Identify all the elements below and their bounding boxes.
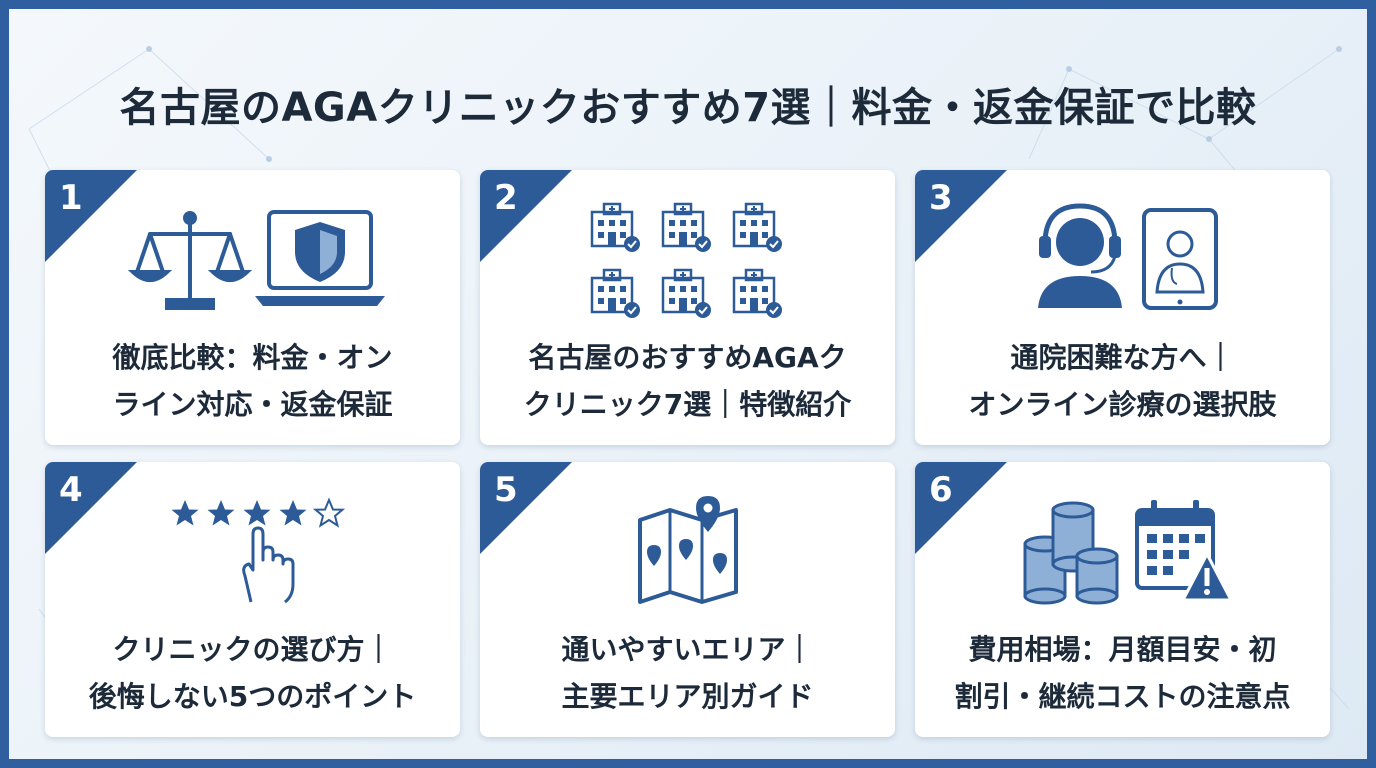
card-number: 1 <box>59 178 83 218</box>
calendar-warning-icon <box>1135 500 1233 602</box>
card-label-line: オンライン診療の選択肢 <box>968 388 1277 421</box>
map-pins-icon <box>638 496 738 604</box>
card-cost-overview[interactable]: 6 <box>915 462 1330 737</box>
card-icons <box>1023 500 1233 605</box>
card-label-line: 後悔しない5つのポイント <box>88 680 417 713</box>
card-label-line: クリニック7選｜特徴紹介 <box>523 388 852 421</box>
clinic-building-check-icon <box>590 202 784 320</box>
card-label-line: 費用相場：月額目安・初 <box>968 633 1277 666</box>
card-number: 2 <box>494 178 518 218</box>
card-how-to-choose[interactable]: 4 クリニックの選び方｜ 後悔しない5つのポイント <box>45 462 460 737</box>
card-label: 費用相場：月額目安・初 割引・継続コストの注意点 <box>925 626 1320 720</box>
card-icons <box>171 499 344 604</box>
card-icons <box>1038 203 1218 310</box>
card-number: 6 <box>929 470 953 510</box>
card-label-line: 割引・継続コストの注意点 <box>954 680 1291 713</box>
number-badge <box>45 462 137 554</box>
card-label: 徹底比較：料金・オン ライン対応・返金保証 <box>55 334 450 428</box>
laptop-shield-icon <box>255 210 385 306</box>
card-area-guide[interactable]: 5 通いやすいエリア｜ 主要エリア別ガイド <box>480 462 895 737</box>
card-clinic-list[interactable]: 2 名古屋のおすすめAGAク クリニック7選｜特徴紹介 <box>480 170 895 445</box>
number-badge <box>480 462 572 554</box>
card-label-line: ライン対応・返金保証 <box>112 388 393 421</box>
number-badge <box>480 170 572 262</box>
card-label-line: 主要エリア別ガイド <box>561 680 814 713</box>
number-badge <box>915 462 1007 554</box>
number-badge <box>45 170 137 262</box>
card-label: 通いやすいエリア｜ 主要エリア別ガイド <box>490 626 885 720</box>
card-comparison[interactable]: 1 徹底比較：料金・オン ライン対応・返金保証 <box>45 170 460 445</box>
card-label: 通院困難な方へ｜ オンライン診療の選択肢 <box>925 334 1320 428</box>
star-rating-icon <box>171 499 344 527</box>
scale-icon <box>127 211 253 310</box>
card-label: クリニックの選び方｜ 後悔しない5つのポイント <box>55 626 450 720</box>
card-label-line: 通いやすいエリア｜ <box>561 633 814 666</box>
page-title: 名古屋のAGAクリニックおすすめ7選｜料金・返金保証で比較 <box>119 85 1257 131</box>
coin-stack-icon <box>1023 501 1119 605</box>
card-label-line: 徹底比較：料金・オン <box>112 341 393 374</box>
tablet-doctor-icon <box>1142 208 1218 310</box>
card-label-line: クリニックの選び方｜ <box>112 633 393 666</box>
card-icons <box>127 210 385 310</box>
card-label: 名古屋のおすすめAGAク クリニック7選｜特徴紹介 <box>490 334 885 428</box>
card-number: 3 <box>929 178 953 218</box>
card-label-line: 名古屋のおすすめAGAク <box>528 341 847 374</box>
card-number: 4 <box>59 470 83 510</box>
card-label-line: 通院困難な方へ｜ <box>1010 341 1235 374</box>
card-online-consultation[interactable]: 3 通院困難な方へ｜ オンライン診療の選択肢 <box>915 170 1330 445</box>
pointing-hand-icon <box>242 526 295 604</box>
number-badge <box>915 170 1007 262</box>
headset-operator-icon <box>1038 203 1122 308</box>
card-number: 5 <box>494 470 518 510</box>
